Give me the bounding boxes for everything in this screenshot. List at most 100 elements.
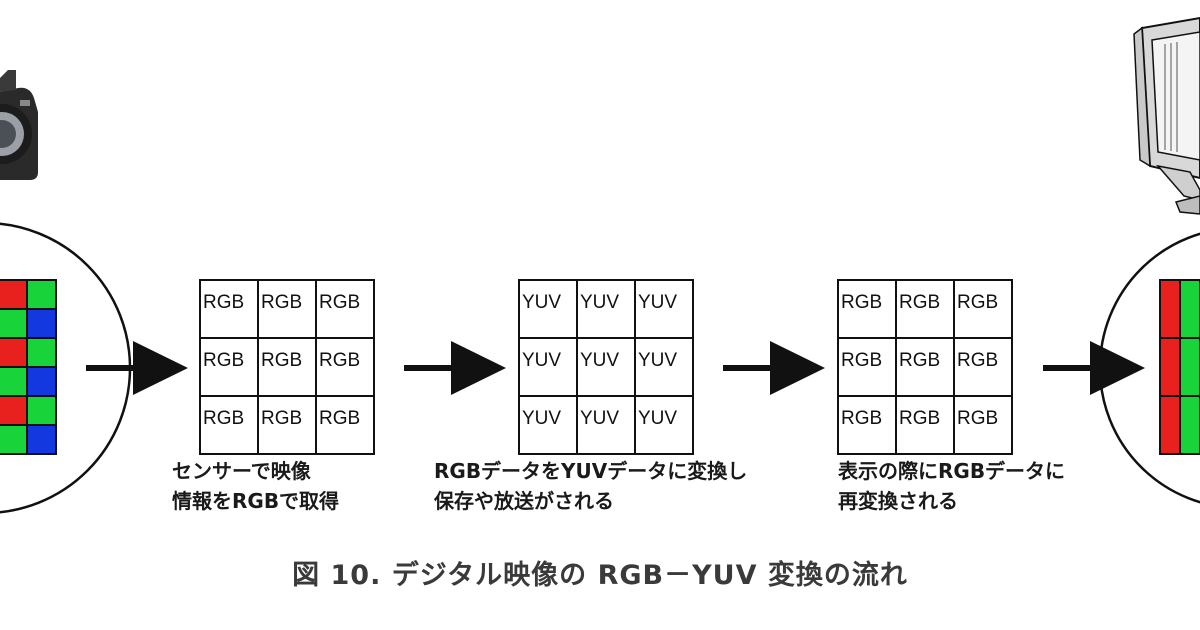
subpixel-stripe [1159, 337, 1181, 397]
bayer-cell [0, 395, 28, 426]
grid-cell-label: YUV [638, 408, 677, 429]
figure-title: 図 10. デジタル映像の RGB－YUV 変換の流れ [292, 560, 908, 591]
grid-cell: RGB [895, 337, 955, 397]
grid-cell-border [518, 395, 578, 455]
arrow-2 [404, 341, 506, 395]
grid-cell-label: RGB [261, 408, 302, 429]
caption-sensor: センサーで映像 情報をRGBで取得 [172, 456, 339, 516]
grid-cell: RGB [895, 279, 955, 339]
grid-cell-border [634, 395, 694, 455]
arrow-4 [1043, 341, 1145, 395]
caption-display: 表示の際にRGBデータに 再変換される [838, 456, 1065, 516]
grid-cell-border [953, 337, 1013, 397]
grid-cell-border [953, 395, 1013, 455]
bayer-cell [26, 395, 57, 426]
grid-cell-border [315, 279, 375, 339]
caption-line: 表示の際にRGBデータに [838, 459, 1066, 483]
grid-cell: YUV [576, 395, 636, 455]
grid-cell-border [895, 337, 955, 397]
caption-line: センサーで映像 [172, 459, 311, 483]
arrow-3 [723, 341, 825, 395]
bayer-cell [0, 279, 28, 310]
grid-cell-label: RGB [841, 350, 882, 371]
grid-cell: RGB [837, 337, 897, 397]
grid-cell-label: RGB [203, 408, 244, 429]
grid-cell-label: RGB [203, 292, 244, 313]
grid-cell: YUV [518, 279, 578, 339]
grid-cell-label: RGB [899, 292, 940, 313]
grid-cell-border [634, 337, 694, 397]
grid-cell-label: RGB [899, 408, 940, 429]
bayer-cell [0, 337, 28, 368]
grid-cell: YUV [634, 279, 694, 339]
grid-cell-border [315, 395, 375, 455]
grid-cell-label: RGB [899, 350, 940, 371]
grid-cell: YUV [518, 395, 578, 455]
grid-cell-border [199, 279, 259, 339]
grid-cell-label: YUV [522, 292, 561, 313]
grid-cell: RGB [257, 337, 317, 397]
grid-cell: RGB [837, 395, 897, 455]
grid-cell-label: RGB [319, 408, 360, 429]
grid-cell-label: YUV [522, 350, 561, 371]
caption-line: 保存や放送がされる [434, 489, 614, 513]
subpixel-stripe [1179, 395, 1200, 455]
grid-cell-border [315, 337, 375, 397]
grid-cell-border [199, 395, 259, 455]
grid-cell: RGB [953, 279, 1013, 339]
grid-cell: RGB [199, 395, 259, 455]
grid-cell-label: RGB [261, 292, 302, 313]
grid-cell-label: YUV [638, 292, 677, 313]
grid-cell-label: RGB [841, 292, 882, 313]
grid-cell-border [518, 279, 578, 339]
caption-line: 再変換される [838, 489, 958, 513]
grid-cell-label: YUV [638, 350, 677, 371]
subpixel-stripe [1179, 337, 1200, 397]
caption-conversion: RGBデータをYUVデータに変換し 保存や放送がされる [434, 456, 747, 516]
grid-cell: RGB [953, 337, 1013, 397]
subpixel-stripe [1159, 395, 1181, 455]
grid-cell: RGB [315, 337, 375, 397]
grid-cell: RGB [895, 395, 955, 455]
grid-cell: RGB [953, 395, 1013, 455]
grid-cell-border [953, 279, 1013, 339]
grid-cell-label: RGB [319, 350, 360, 371]
bayer-cell [26, 424, 57, 455]
grid-cell: YUV [576, 337, 636, 397]
grid-cell-label: RGB [957, 350, 998, 371]
grid-cell-label: YUV [580, 350, 619, 371]
grid-cell-label: YUV [522, 408, 561, 429]
grid-cell: RGB [837, 279, 897, 339]
grid-cell-label: RGB [957, 408, 998, 429]
grid-cell-label: RGB [841, 408, 882, 429]
grid-cell-label: YUV [580, 408, 619, 429]
grid-rgb-display: RGB RGB RGB RGB RGB RGB RGB RGB RGB [837, 279, 1013, 455]
grid-cell-label: RGB [203, 350, 244, 371]
grid-cell-label: RGB [261, 350, 302, 371]
grid-cell: RGB [257, 279, 317, 339]
rgb-subpixel-zoom [1098, 232, 1200, 504]
grid-cell-border [837, 395, 897, 455]
bayer-cell [26, 279, 57, 310]
bayer-cell [0, 424, 28, 455]
grid-cell: RGB [315, 279, 375, 339]
grid-cell: RGB [199, 279, 259, 339]
arrow-1 [86, 341, 188, 395]
camera-icon [0, 70, 38, 180]
grid-cell-border [576, 279, 636, 339]
grid-cell-border [895, 395, 955, 455]
bayer-cell [0, 308, 28, 339]
grid-cell: RGB [315, 395, 375, 455]
subpixel-stripe [1179, 279, 1200, 339]
grid-cell: YUV [634, 337, 694, 397]
subpixel-stripe [1159, 279, 1181, 339]
monitor-icon [1133, 16, 1200, 215]
grid-cell-label: RGB [957, 292, 998, 313]
bayer-cell [0, 366, 28, 397]
grid-rgb-source: RGB RGB RGB RGB RGB RGB RGB RGB RGB [199, 279, 375, 455]
grid-cell: YUV [576, 279, 636, 339]
grid-cell: RGB [257, 395, 317, 455]
grid-cell-border [576, 337, 636, 397]
